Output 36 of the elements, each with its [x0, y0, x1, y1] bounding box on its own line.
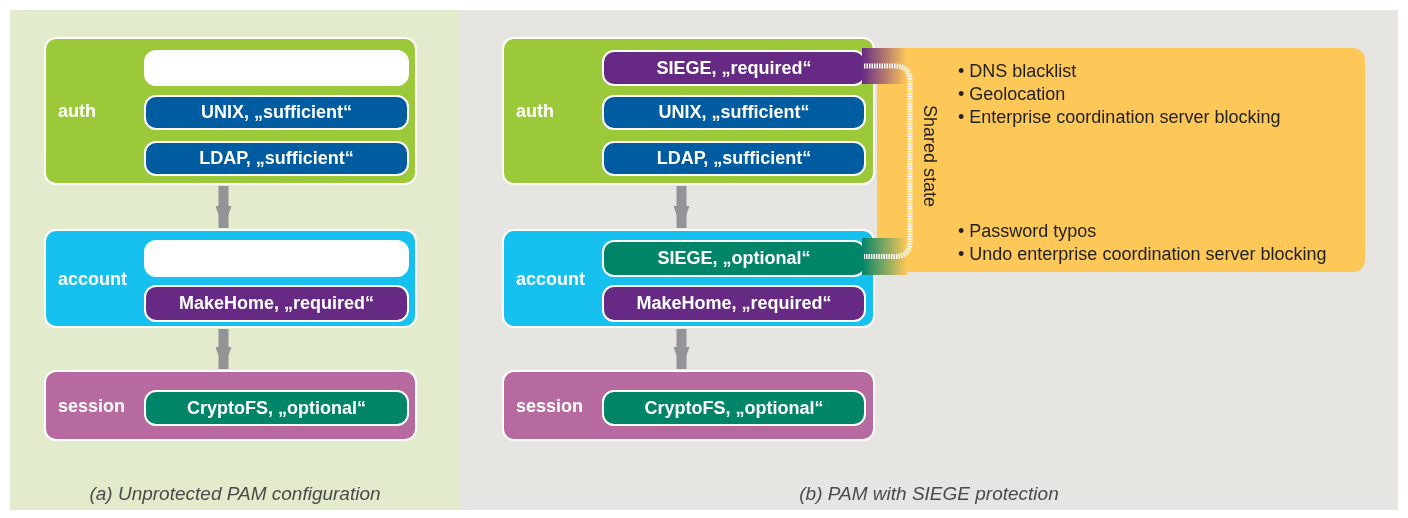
panel-caption: (a) Unprotected PAM configuration	[88, 481, 382, 506]
stage-box	[44, 37, 417, 185]
module-pill: MakeHome, „required“	[602, 285, 866, 322]
flow-arrow	[673, 186, 690, 228]
bullet-item: • DNS blacklist	[958, 60, 1077, 83]
stage-label: account	[58, 267, 127, 290]
panel-background	[10, 10, 460, 510]
hatched-connector	[864, 63, 913, 259]
empty-slot	[144, 50, 409, 86]
stage-box	[502, 37, 875, 185]
stage-label: session	[58, 394, 126, 417]
module-pill: UNIX, „sufficient“	[144, 95, 409, 130]
flow-arrow	[673, 329, 690, 369]
stage-box	[44, 229, 417, 328]
module-pill: LDAP, „sufficient“	[144, 141, 409, 176]
panel-caption: (b) PAM with SIEGE protection	[798, 481, 1060, 506]
bullet-item: • Geolocation	[958, 83, 1066, 106]
module-pill: CryptoFS, „optional“	[602, 390, 866, 426]
stage-label: session	[516, 394, 584, 417]
module-pill: UNIX, „sufficient“	[602, 95, 866, 130]
module-pill: CryptoFS, „optional“	[144, 390, 409, 426]
stage-label: account	[516, 267, 585, 290]
stage-box	[502, 229, 875, 328]
flow-arrow	[215, 329, 232, 369]
bullet-item: • Undo enterprise coordination server blocking	[958, 243, 1327, 266]
stage-label: auth	[516, 99, 554, 123]
bullet-item: • Password typos	[958, 220, 1097, 243]
stage-box	[502, 370, 875, 441]
flow-arrow	[215, 186, 232, 228]
bullet-item: • Enterprise coordination server blocking	[958, 106, 1281, 129]
module-pill: MakeHome, „required“	[144, 285, 409, 322]
module-pill: LDAP, „sufficient“	[602, 141, 866, 176]
info-box	[944, 48, 1365, 272]
stage-label: auth	[58, 99, 96, 123]
stage-box	[44, 370, 417, 441]
empty-slot	[144, 240, 409, 277]
